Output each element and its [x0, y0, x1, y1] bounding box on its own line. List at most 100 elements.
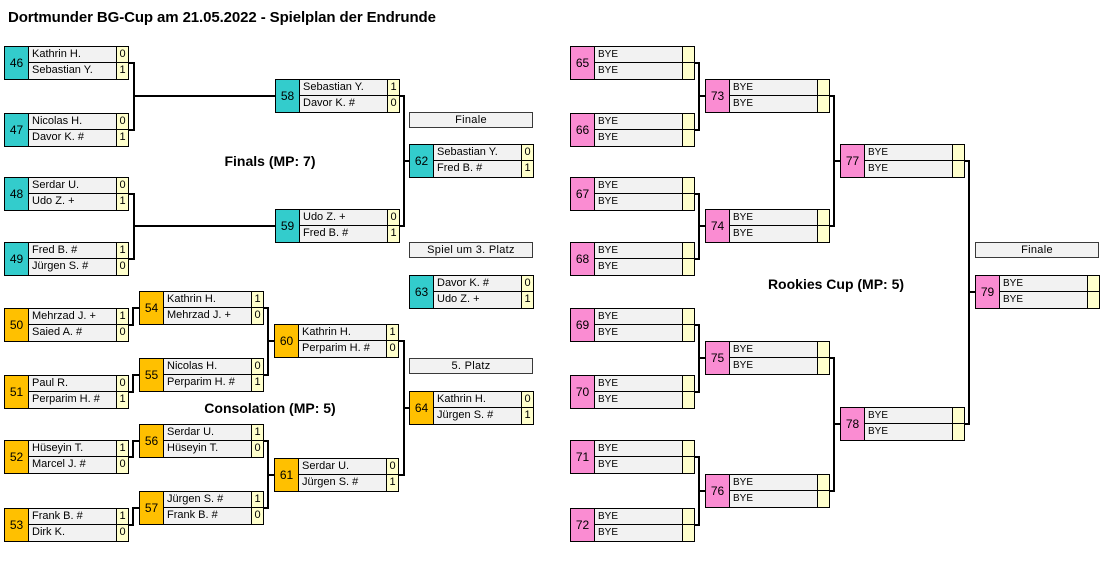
player-score-cell[interactable]: 1 — [116, 440, 129, 457]
player-name-cell[interactable]: Mehrzad J. + — [28, 308, 117, 325]
player-score-cell[interactable]: 1 — [251, 374, 264, 392]
player-score-cell[interactable]: 0 — [116, 456, 129, 474]
player-score-cell[interactable] — [817, 95, 830, 113]
player-score-cell[interactable] — [1087, 275, 1100, 292]
player-name-cell[interactable]: BYE — [864, 144, 953, 161]
player-name-cell[interactable]: Frank B. # — [28, 508, 117, 525]
player-score-cell[interactable]: 1 — [116, 242, 129, 259]
player-name-cell[interactable]: BYE — [594, 62, 683, 80]
player-score-cell[interactable]: 0 — [386, 458, 399, 475]
player-name-cell[interactable]: BYE — [729, 79, 818, 96]
player-name-cell[interactable]: Jürgen S. # — [433, 407, 522, 425]
player-score-cell[interactable] — [817, 341, 830, 358]
player-name-cell[interactable]: BYE — [594, 456, 683, 474]
player-name-cell[interactable]: Kathrin H. — [28, 46, 117, 63]
player-name-cell[interactable]: Davor K. # — [433, 275, 522, 292]
player-name-cell[interactable]: Serdar U. — [298, 458, 387, 475]
player-name-cell[interactable]: BYE — [594, 391, 683, 409]
player-name-cell[interactable]: BYE — [594, 524, 683, 542]
player-name-cell[interactable]: BYE — [864, 160, 953, 178]
player-name-cell[interactable]: Davor K. # — [299, 95, 388, 113]
player-name-cell[interactable]: Saied A. # — [28, 324, 117, 342]
player-score-cell[interactable]: 0 — [521, 144, 534, 161]
player-name-cell[interactable]: BYE — [594, 375, 683, 392]
player-name-cell[interactable]: Marcel J. # — [28, 456, 117, 474]
player-score-cell[interactable] — [682, 258, 695, 276]
player-name-cell[interactable]: Sebastian Y. — [299, 79, 388, 96]
player-score-cell[interactable]: 1 — [251, 424, 264, 441]
player-score-cell[interactable] — [682, 62, 695, 80]
player-score-cell[interactable]: 1 — [116, 308, 129, 325]
player-score-cell[interactable]: 0 — [116, 113, 129, 130]
player-score-cell[interactable]: 0 — [116, 375, 129, 392]
player-name-cell[interactable]: Udo Z. + — [299, 209, 388, 226]
player-score-cell[interactable] — [817, 474, 830, 491]
player-name-cell[interactable]: BYE — [594, 177, 683, 194]
player-name-cell[interactable]: Sebastian Y. — [433, 144, 522, 161]
player-name-cell[interactable]: Dirk K. — [28, 524, 117, 542]
player-score-cell[interactable]: 0 — [251, 440, 264, 458]
player-name-cell[interactable]: BYE — [729, 225, 818, 243]
player-name-cell[interactable]: BYE — [594, 324, 683, 342]
player-score-cell[interactable] — [682, 242, 695, 259]
player-score-cell[interactable]: 1 — [116, 193, 129, 211]
player-score-cell[interactable]: 1 — [116, 391, 129, 409]
player-name-cell[interactable]: Hüseyin T. — [163, 440, 252, 458]
player-name-cell[interactable]: Jürgen S. # — [163, 491, 252, 508]
player-name-cell[interactable]: Hüseyin T. — [28, 440, 117, 457]
player-score-cell[interactable]: 0 — [251, 358, 264, 375]
player-name-cell[interactable]: BYE — [729, 341, 818, 358]
player-score-cell[interactable] — [682, 440, 695, 457]
player-name-cell[interactable]: Perparim H. # — [298, 340, 387, 358]
player-score-cell[interactable]: 0 — [387, 95, 400, 113]
player-name-cell[interactable]: BYE — [729, 474, 818, 491]
player-score-cell[interactable]: 1 — [521, 407, 534, 425]
player-name-cell[interactable]: BYE — [864, 423, 953, 441]
player-score-cell[interactable] — [952, 160, 965, 178]
player-score-cell[interactable] — [682, 524, 695, 542]
player-name-cell[interactable]: Serdar U. — [163, 424, 252, 441]
player-name-cell[interactable]: Kathrin H. — [433, 391, 522, 408]
player-score-cell[interactable]: 1 — [521, 160, 534, 178]
player-score-cell[interactable]: 1 — [116, 129, 129, 147]
player-score-cell[interactable] — [682, 177, 695, 194]
player-name-cell[interactable]: Mehrzad J. + — [163, 307, 252, 325]
player-name-cell[interactable]: Davor K. # — [28, 129, 117, 147]
player-name-cell[interactable]: BYE — [594, 258, 683, 276]
player-score-cell[interactable] — [682, 129, 695, 147]
player-score-cell[interactable] — [682, 46, 695, 63]
player-name-cell[interactable]: Udo Z. + — [28, 193, 117, 211]
player-name-cell[interactable]: Udo Z. + — [433, 291, 522, 309]
player-name-cell[interactable]: Perparim H. # — [163, 374, 252, 392]
player-name-cell[interactable]: BYE — [999, 291, 1088, 309]
player-score-cell[interactable]: 0 — [521, 275, 534, 292]
player-name-cell[interactable]: BYE — [864, 407, 953, 424]
player-name-cell[interactable]: Jürgen S. # — [28, 258, 117, 276]
player-score-cell[interactable] — [817, 490, 830, 508]
player-score-cell[interactable]: 0 — [521, 391, 534, 408]
player-name-cell[interactable]: Fred B. # — [299, 225, 388, 243]
player-score-cell[interactable]: 1 — [387, 225, 400, 243]
player-name-cell[interactable]: BYE — [594, 242, 683, 259]
player-score-cell[interactable] — [682, 375, 695, 392]
player-score-cell[interactable] — [952, 423, 965, 441]
player-name-cell[interactable]: BYE — [594, 193, 683, 211]
player-score-cell[interactable]: 1 — [521, 291, 534, 309]
player-score-cell[interactable] — [682, 391, 695, 409]
player-name-cell[interactable]: BYE — [729, 357, 818, 375]
player-score-cell[interactable]: 0 — [387, 209, 400, 226]
player-score-cell[interactable]: 1 — [251, 291, 264, 308]
player-score-cell[interactable]: 1 — [116, 508, 129, 525]
player-name-cell[interactable]: BYE — [594, 46, 683, 63]
player-score-cell[interactable] — [682, 308, 695, 325]
player-score-cell[interactable]: 0 — [116, 524, 129, 542]
player-name-cell[interactable]: Sebastian Y. — [28, 62, 117, 80]
player-score-cell[interactable]: 0 — [251, 507, 264, 525]
player-name-cell[interactable]: BYE — [729, 209, 818, 226]
player-name-cell[interactable]: BYE — [594, 129, 683, 147]
player-score-cell[interactable]: 0 — [386, 340, 399, 358]
player-name-cell[interactable]: Paul R. — [28, 375, 117, 392]
player-score-cell[interactable]: 1 — [387, 79, 400, 96]
player-name-cell[interactable]: Kathrin H. — [298, 324, 387, 341]
player-score-cell[interactable]: 1 — [386, 324, 399, 341]
